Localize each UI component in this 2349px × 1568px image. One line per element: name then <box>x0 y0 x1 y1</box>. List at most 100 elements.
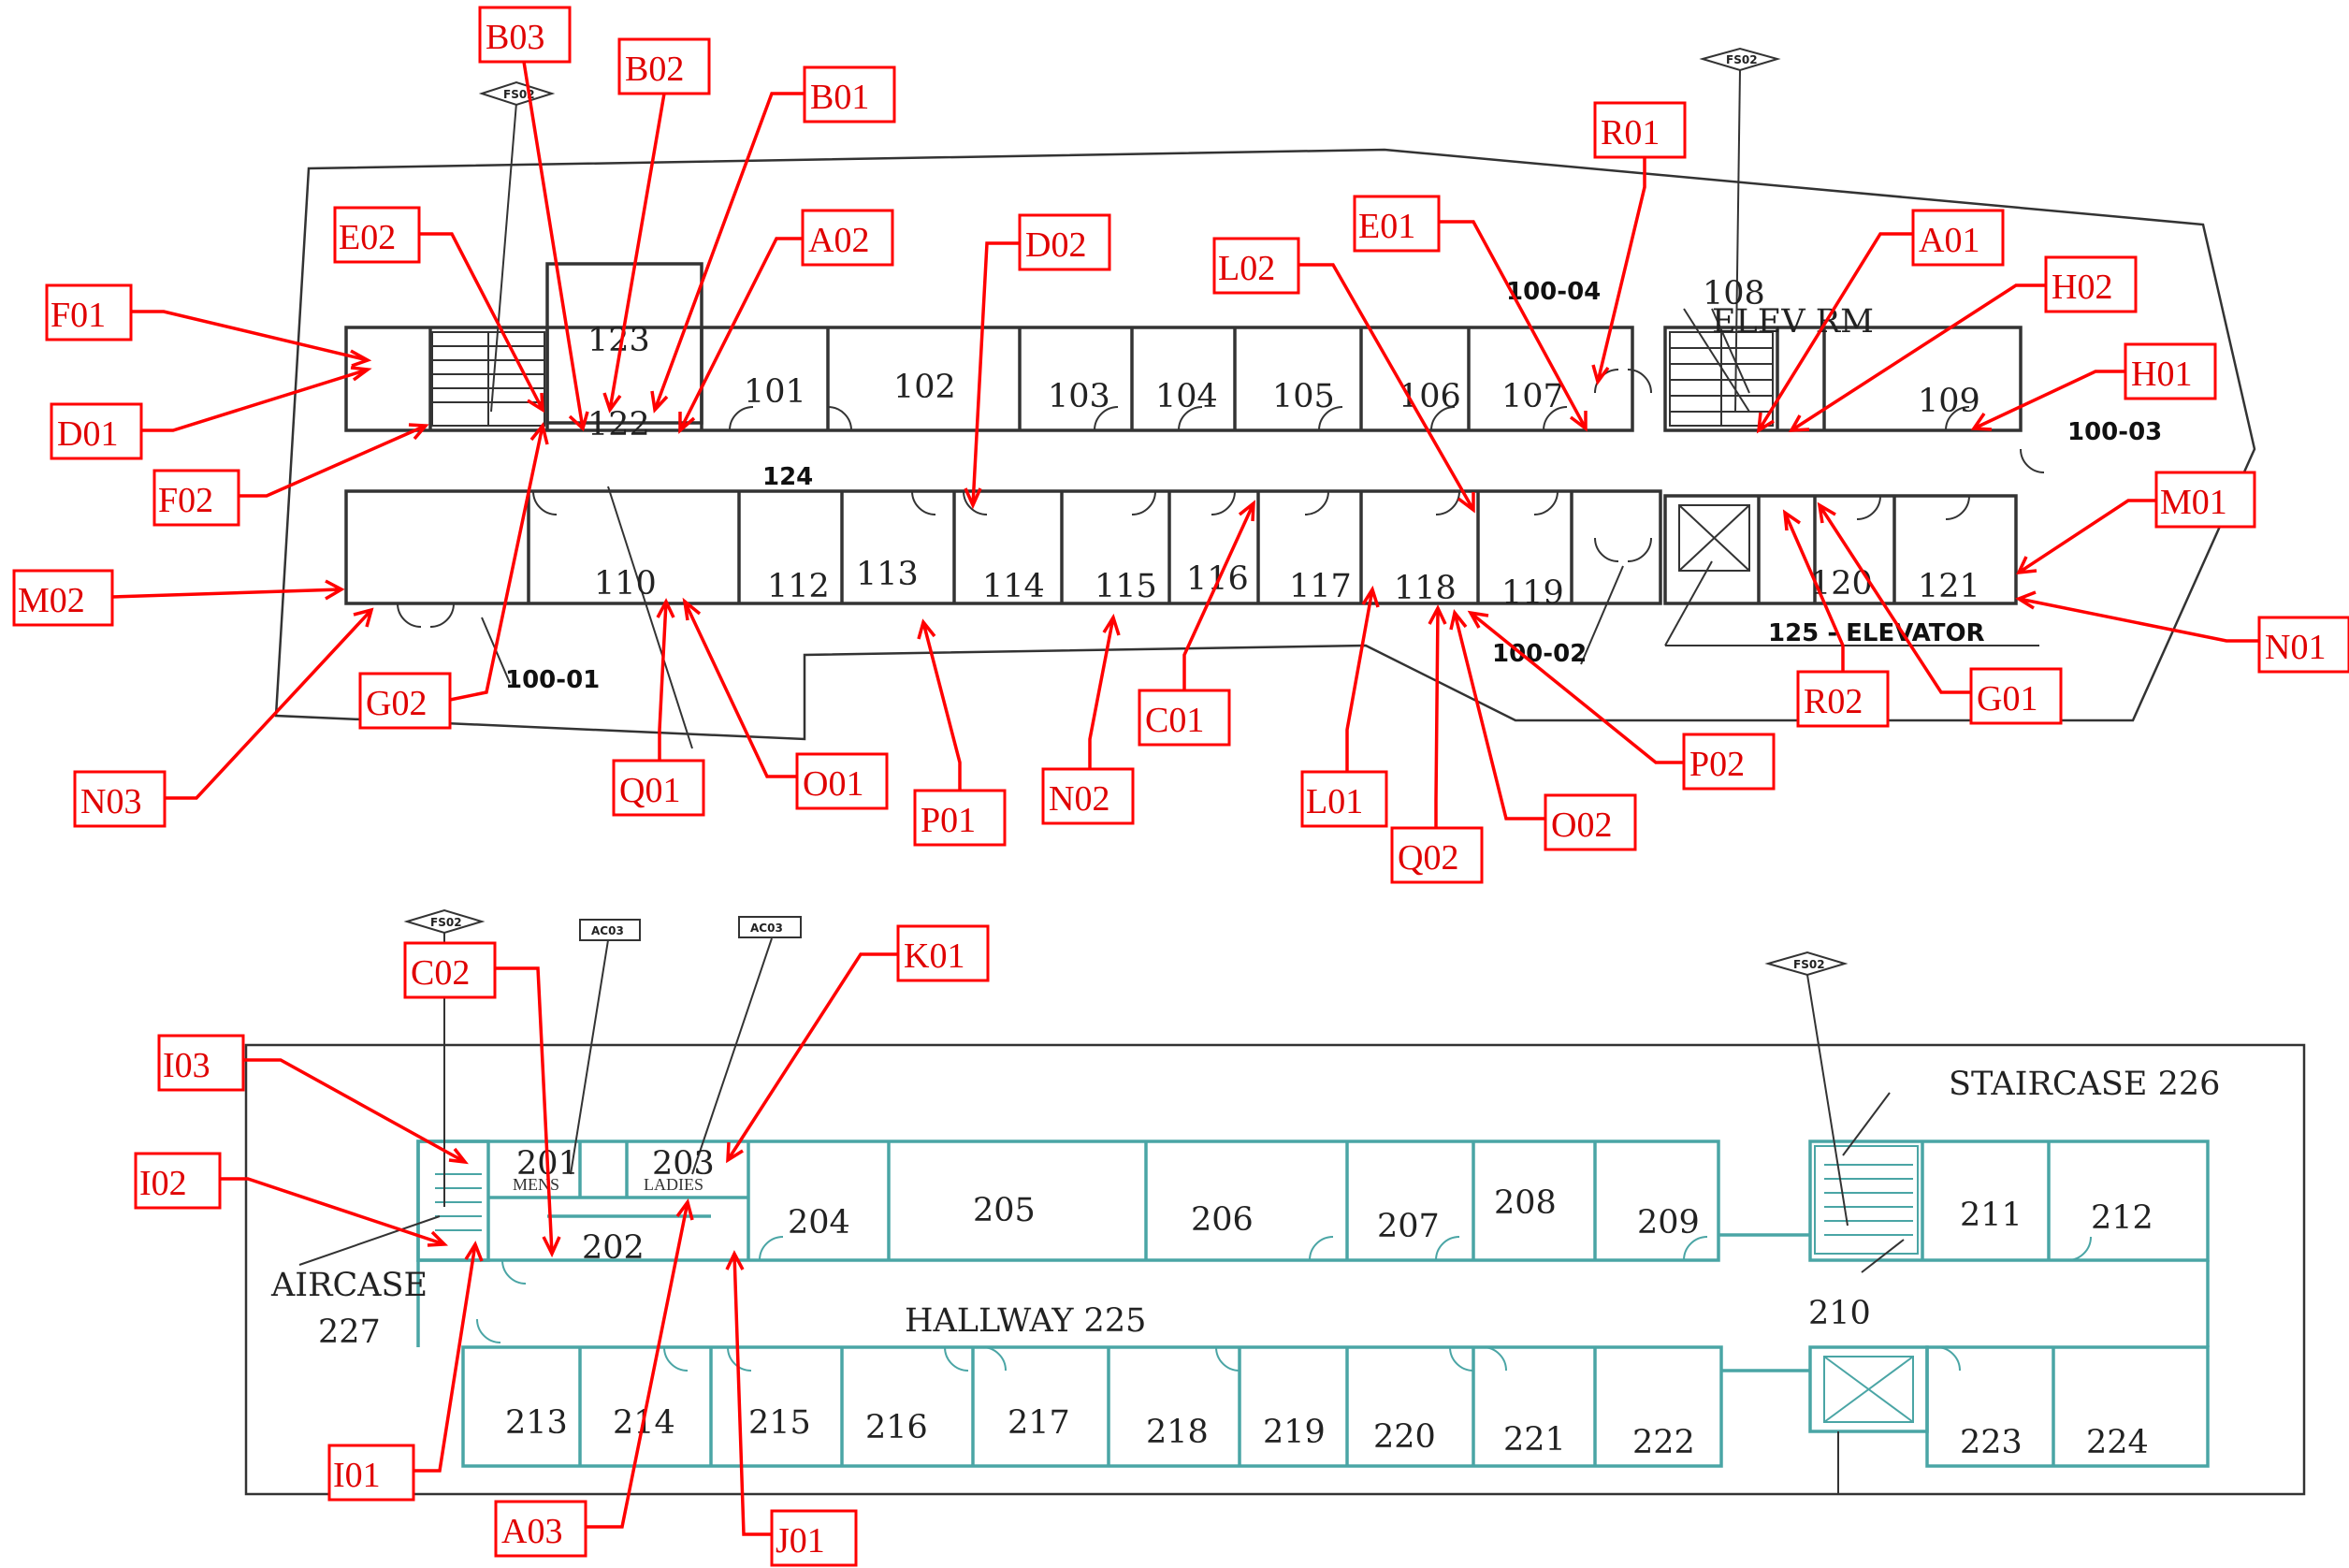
room-223: 223 <box>1960 1424 2023 1461</box>
svg-text:N02: N02 <box>1049 779 1109 819</box>
tag-L01: L01 <box>1300 585 1388 828</box>
svg-text:B02: B02 <box>625 50 684 89</box>
room-104: 104 <box>1155 378 1218 415</box>
room-203: 203 <box>652 1145 715 1183</box>
tag-C02: C02 <box>403 941 561 1258</box>
svg-text:I02: I02 <box>139 1164 187 1203</box>
room-213: 213 <box>505 1404 568 1442</box>
svg-text:O01: O01 <box>803 764 863 804</box>
tag-M01: M01 <box>2016 471 2256 575</box>
fs-symbol-floor2-left: FS02 <box>403 908 486 1207</box>
room-206: 206 <box>1191 1201 1254 1239</box>
exit-100-03: 100-03 <box>2067 418 2162 446</box>
tag-A03: A03 <box>494 1198 694 1558</box>
room-216: 216 <box>865 1409 928 1446</box>
room-103: 103 <box>1048 378 1110 415</box>
room-220: 220 <box>1373 1418 1436 1456</box>
building-outline-floor2 <box>244 1043 2306 1496</box>
svg-text:E02: E02 <box>339 218 396 257</box>
svg-text:D01: D01 <box>57 414 118 454</box>
svg-text:N03: N03 <box>80 782 141 821</box>
svg-text:G01: G01 <box>1977 679 2037 719</box>
tag-F01: F01 <box>45 283 372 368</box>
room-205: 205 <box>973 1192 1036 1229</box>
room-221: 221 <box>1503 1421 1566 1459</box>
svg-text:G02: G02 <box>366 684 427 723</box>
left-stair-box <box>416 1140 490 1262</box>
room-212: 212 <box>2091 1199 2153 1237</box>
svg-text:Q02: Q02 <box>1398 838 1458 878</box>
first-floor: FS02 FS02 123 122 101 102 103 104 105 10… <box>274 47 2256 749</box>
tag-H02: H02 <box>1788 255 2138 432</box>
doors-floor1 <box>397 308 2045 749</box>
tag-I03: I03 <box>157 1034 469 1165</box>
svg-text:M01: M01 <box>2160 483 2227 522</box>
svg-text:Q01: Q01 <box>619 771 680 810</box>
tag-N01: N01 <box>2015 590 2349 674</box>
room-204: 204 <box>788 1204 850 1241</box>
fs-symbol-left: FS02 <box>478 80 556 413</box>
tag-C01: C01 <box>1138 500 1255 747</box>
fs-symbol-floor2-right: FS02 <box>1764 951 1849 1227</box>
room-209: 209 <box>1637 1204 1700 1241</box>
room-207: 207 <box>1377 1208 1440 1245</box>
exit-100-04: 100-04 <box>1506 278 1601 306</box>
room-119: 119 <box>1501 574 1564 612</box>
exit-100-01: 100-01 <box>505 666 600 694</box>
room-227: 227 <box>318 1314 381 1351</box>
tag-B03: B03 <box>478 6 589 432</box>
room-115: 115 <box>1095 568 1157 605</box>
room-210: 210 <box>1808 1295 1871 1332</box>
upper-right-floor2 <box>1808 1140 2210 1262</box>
svg-text:E01: E01 <box>1358 207 1415 246</box>
room-107: 107 <box>1501 378 1564 415</box>
tag-R01: R01 <box>1591 101 1687 385</box>
room-101: 101 <box>744 373 806 411</box>
room-114: 114 <box>982 568 1045 605</box>
tag-G01: G01 <box>1817 501 2063 725</box>
room-224: 224 <box>2086 1424 2149 1461</box>
tag-A01: A01 <box>1756 209 2005 434</box>
room-118: 118 <box>1394 570 1457 607</box>
stair-right-floor2 <box>1814 1145 1919 1255</box>
svg-text:O02: O02 <box>1551 806 1612 845</box>
svg-text:R01: R01 <box>1601 113 1660 152</box>
room-113: 113 <box>856 556 919 593</box>
stair-left-floor2 <box>435 1173 482 1231</box>
svg-text:B03: B03 <box>486 18 544 57</box>
svg-text:L02: L02 <box>1218 249 1275 288</box>
staircase-227-label: AIRCASE <box>270 1267 428 1304</box>
tag-E01: E01 <box>1353 195 1588 432</box>
tag-B01: B01 <box>650 65 896 414</box>
svg-text:F01: F01 <box>51 296 106 335</box>
tag-N03: N03 <box>73 607 374 828</box>
room-211: 211 <box>1960 1197 2023 1234</box>
tag-Q01: Q01 <box>612 598 705 817</box>
svg-text:I01: I01 <box>333 1456 381 1495</box>
room-222: 222 <box>1632 1424 1695 1461</box>
tag-I02: I02 <box>134 1152 449 1247</box>
upper-block <box>344 326 1634 432</box>
room-109: 109 <box>1918 383 1980 420</box>
room-117: 117 <box>1289 568 1352 605</box>
svg-text:AC03: AC03 <box>591 924 624 937</box>
room-122: 122 <box>587 406 650 443</box>
svg-text:J01: J01 <box>776 1521 825 1561</box>
svg-text:L01: L01 <box>1306 782 1363 821</box>
tag-D01: D01 <box>50 366 372 460</box>
room-121: 121 <box>1918 568 1980 605</box>
svg-text:P02: P02 <box>1689 745 1745 784</box>
staircase-226: STAIRCASE 226 <box>1949 1066 2220 1103</box>
svg-text:C02: C02 <box>411 953 470 993</box>
tag-B02: B02 <box>602 37 711 414</box>
ac-symbol-1: AC03 <box>570 919 641 1175</box>
elevator-floor2 <box>1808 1345 1929 1494</box>
tag-I01: I01 <box>327 1241 484 1502</box>
elev-rm-label: ELEV RM <box>1712 303 1874 341</box>
svg-text:FS02: FS02 <box>430 916 462 929</box>
doors-floor2 <box>298 1092 2092 1372</box>
svg-text:H01: H01 <box>2131 355 2192 394</box>
tag-R02: R02 <box>1782 509 1890 728</box>
fs-symbol-right: FS02 <box>1699 47 1781 413</box>
